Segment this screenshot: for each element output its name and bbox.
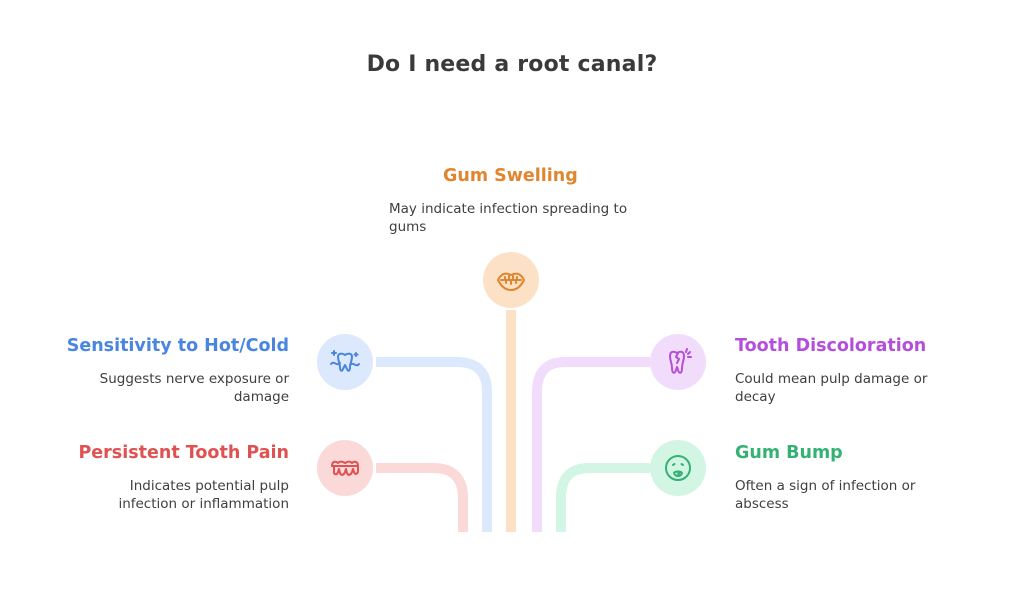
diagram-title: Do I need a root canal? <box>366 52 658 77</box>
tooth-pain-node <box>317 440 373 496</box>
gum-swelling-description: May indicate infection spreading to gums <box>389 201 628 235</box>
gum-bump-node <box>650 440 706 496</box>
discoloration-description: Could mean pulp damage or decay <box>735 371 928 405</box>
cracked-tooth-icon <box>669 348 692 374</box>
sensitivity-description: Suggests nerve exposure or damage <box>99 371 289 405</box>
sensitivity-heading: Sensitivity to Hot/Cold <box>66 336 289 356</box>
tooth-pain-heading: Persistent Tooth Pain <box>78 443 289 463</box>
gum-bump-heading: Gum Bump <box>735 443 843 463</box>
connector-tooth-pain <box>376 463 468 532</box>
connector-sensitivity <box>376 357 492 532</box>
gum-swelling-node <box>483 252 539 308</box>
mouth-icon <box>497 272 525 291</box>
sensitivity-node <box>317 334 373 390</box>
teeth-icon <box>331 460 359 476</box>
discoloration-heading: Tooth Discoloration <box>735 336 927 356</box>
discoloration-node <box>650 334 706 390</box>
face-icon <box>665 455 691 481</box>
gum-bump-description: Often a sign of infection or abscess <box>735 478 916 512</box>
connector-gum-bump <box>556 463 650 532</box>
connector-discoloration <box>532 357 650 532</box>
tooth-sparkle-icon <box>330 350 360 372</box>
tooth-pain-description: Indicates potential pulp infection or in… <box>118 478 289 512</box>
gum-swelling-heading: Gum Swelling <box>443 166 578 186</box>
